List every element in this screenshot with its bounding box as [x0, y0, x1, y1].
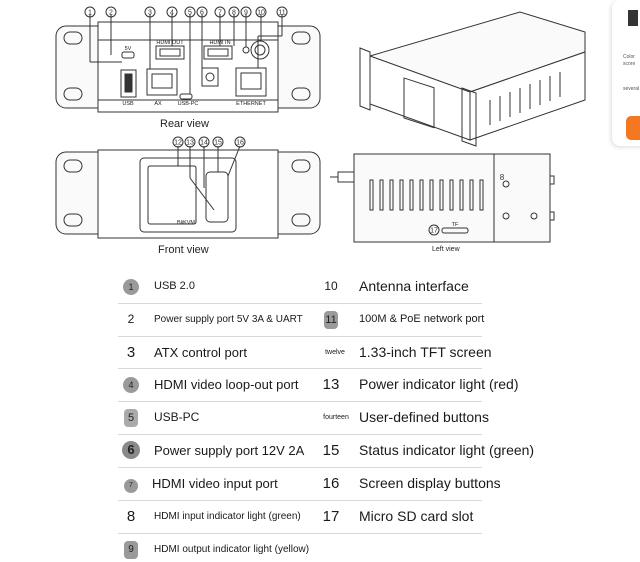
- legend-number: 3: [126, 343, 136, 361]
- callout-5: 5: [188, 10, 192, 17]
- callout-7: 7: [218, 10, 222, 17]
- callout-1: 1: [88, 10, 92, 17]
- callout-6: 6: [200, 10, 204, 17]
- list-item: 6 Power supply port 12V 2A: [118, 434, 318, 466]
- legend-label: HDMI output indicator light (yellow): [154, 543, 310, 555]
- rear-view-caption: Rear view: [160, 118, 209, 130]
- legend-label: Status indicator light (green): [359, 442, 535, 458]
- front-view-caption: Front view: [158, 244, 209, 256]
- list-item: 8 HDMI input indicator light (green): [118, 500, 318, 532]
- label-atx: AX: [154, 101, 162, 107]
- label-hdmi-out: HDMI OUT: [156, 40, 184, 46]
- legend-label: HDMI video loop-out port: [154, 376, 299, 392]
- callout-3: 3: [148, 10, 152, 17]
- legend-number: 6: [122, 441, 140, 459]
- legend-label: USB 2.0: [154, 280, 195, 292]
- legend-number: 7: [124, 478, 138, 493]
- label-usb: USB: [122, 101, 134, 107]
- list-item: twelve 1.33-inch TFT screen: [320, 336, 540, 368]
- callout-11: 11: [278, 10, 285, 17]
- list-item: 13 Power indicator light (red): [320, 368, 540, 400]
- legend-number: 16: [322, 474, 340, 492]
- side-card-text-color: Color: [623, 54, 635, 60]
- legend-label: Screen display buttons: [359, 475, 501, 491]
- legend-label: Power indicator light (red): [359, 376, 519, 392]
- product-thumbnail-icon: [628, 10, 638, 26]
- legend-number: 2: [127, 312, 135, 326]
- legend-label: User-defined buttons: [359, 409, 489, 425]
- list-item: 5 USB-PC: [118, 401, 318, 433]
- side-card-text-several: several: [623, 86, 640, 92]
- list-item: 16 Screen display buttons: [320, 467, 520, 499]
- port-legend-table: 1 USB 2.0 2 Power supply port 5V 3A & UA…: [0, 268, 640, 562]
- label-ethernet: ETHERNET: [236, 101, 266, 107]
- device-drawings: 1 2 3 4 5 6 7 8 9 10 11 12 13 14 15 16 1…: [55, 6, 586, 243]
- legend-label: Power supply port 12V 2A: [154, 442, 305, 458]
- legend-number: 10: [324, 279, 338, 293]
- callout-8-left: 8: [500, 173, 505, 182]
- legend-number: fourteen: [323, 413, 349, 421]
- legend-number: twelve: [325, 348, 345, 356]
- callout-10: 10: [257, 10, 265, 17]
- front-screen-text: BliKVM: [177, 220, 195, 226]
- callout-15: 15: [214, 140, 222, 147]
- legend-number: 15: [322, 441, 340, 459]
- callout-17: 17: [430, 228, 438, 235]
- isometric-view-drawing: [359, 11, 586, 147]
- list-item: 17 Micro SD card slot: [320, 500, 520, 532]
- rear-view-drawing: [55, 6, 321, 113]
- legend-number: 1: [123, 279, 139, 295]
- callout-14: 14: [200, 140, 208, 147]
- legend-label: 1.33-inch TFT screen: [359, 344, 492, 360]
- legend-label: USB-PC: [154, 410, 200, 424]
- label-hdmi-in: HDMI IN: [209, 40, 230, 46]
- legend-label: HDMI video input port: [152, 475, 278, 491]
- list-item: 7 HDMI video input port: [118, 467, 318, 499]
- callout-8: 8: [232, 10, 236, 17]
- legend-label: HDMI input indicator light (green): [154, 510, 301, 522]
- legend-label: Power supply port 5V 3A & UART: [154, 313, 303, 325]
- list-item: fourteen User-defined buttons: [320, 401, 520, 433]
- callout-13: 13: [186, 140, 194, 147]
- legend-label: Antenna interface: [359, 278, 469, 294]
- label-5v: 5V: [125, 46, 132, 52]
- list-item: 9 HDMI output indicator light (yellow): [118, 533, 358, 562]
- legend-label: ATX control port: [154, 344, 247, 360]
- legend-number: 9: [124, 541, 138, 559]
- side-card-text-score: score: [623, 61, 636, 67]
- legend-number: 4: [123, 377, 139, 393]
- front-view-drawing: [55, 136, 321, 239]
- label-usbpc: USB-PC: [178, 101, 199, 107]
- list-item: 15 Status indicator light (green): [320, 434, 540, 466]
- list-item: 2 Power supply port 5V 3A & UART: [118, 303, 318, 335]
- list-item: 10 Antenna interface: [320, 270, 520, 302]
- legend-number: 8: [126, 507, 136, 525]
- legend-label: Micro SD card slot: [359, 508, 474, 524]
- device-diagram: 1 2 3 4 5 6 7 8 9 10 11 12 13 14 15 16 1…: [0, 0, 640, 262]
- left-view-caption: Left view: [432, 246, 460, 253]
- legend-number: 17: [322, 507, 340, 525]
- list-item: 11 100M & PoE network port: [320, 303, 520, 335]
- label-tf: TF: [452, 222, 459, 228]
- legend-number: 11: [324, 310, 338, 329]
- list-item: 4 HDMI video loop-out port: [118, 368, 318, 400]
- list-item: 1 USB 2.0: [118, 270, 318, 302]
- side-card-action-button[interactable]: [626, 116, 640, 140]
- side-panel-card: Color score several: [612, 0, 640, 146]
- callout-9: 9: [244, 10, 248, 17]
- callout-2: 2: [109, 10, 113, 17]
- callout-4: 4: [170, 10, 174, 17]
- callout-12: 12: [174, 140, 182, 147]
- list-item: 3 ATX control port: [118, 336, 318, 368]
- legend-label: 100M & PoE network port: [359, 313, 485, 325]
- left-view-drawing: [330, 153, 555, 243]
- legend-number: 5: [124, 408, 138, 427]
- callout-16: 16: [236, 140, 244, 147]
- legend-number: 13: [322, 375, 340, 393]
